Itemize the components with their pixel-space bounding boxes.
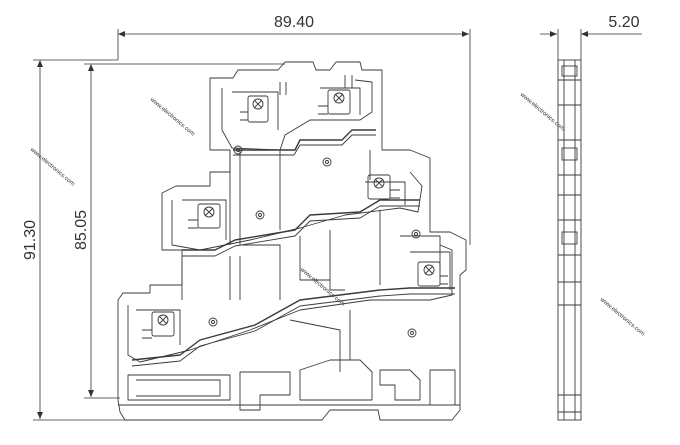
dim-height-label: 91.30 [22,220,39,260]
side-view [557,59,582,421]
watermark: www.electronics.com [598,296,646,337]
clamp-middle-right [367,174,400,200]
watermark: www.electronics.com [148,96,196,137]
watermark-group: www.electronics.com www.electronics.com … [28,91,646,337]
dim-inner-height-label: 85.05 [73,210,90,250]
dimension-lines [33,29,642,421]
clamp-lower-right [417,261,448,287]
front-view [117,61,467,421]
busbar-lower [131,287,455,361]
side-outline [557,59,582,421]
clamp-middle-left [188,203,221,229]
busbar-upper [233,129,376,151]
watermark: www.electronics.com [28,146,76,187]
busbar-middle [182,199,420,251]
dim-width-label: 89.40 [274,14,314,31]
dim-side-width-label: 5.20 [608,14,639,31]
outer-contour [117,61,467,421]
clamp-upper-right [318,89,351,115]
clamp-upper-left [240,95,269,123]
clamp-lower-left [142,311,175,339]
